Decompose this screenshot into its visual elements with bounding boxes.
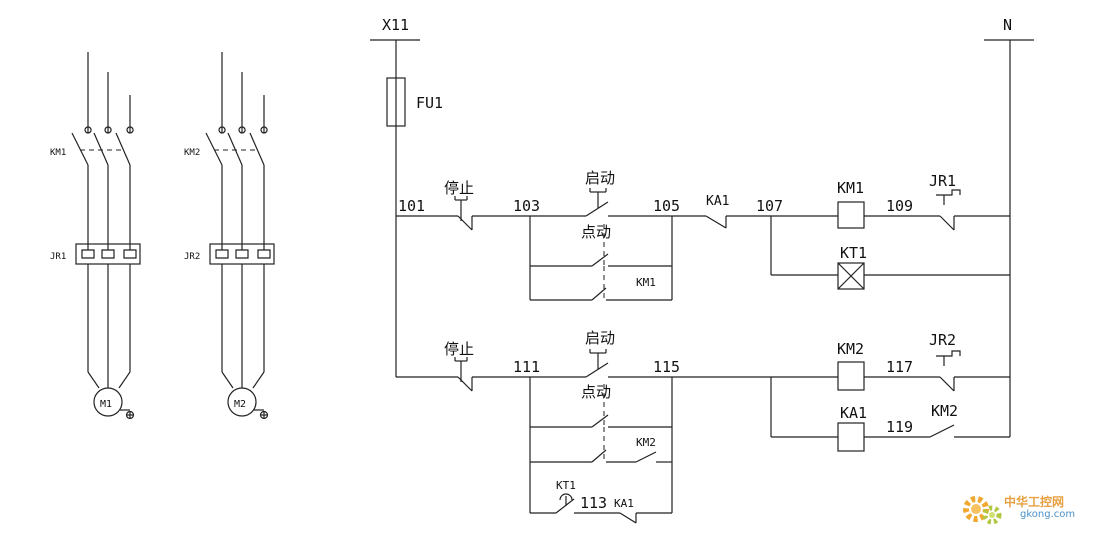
start-label-2: 启动 bbox=[585, 329, 615, 347]
stop-label-2: 停止 bbox=[444, 340, 474, 358]
watermark: 中华工控网 gkong.com bbox=[958, 487, 1098, 533]
seal-km2-label: KM2 bbox=[636, 436, 656, 449]
node-109-label: 109 bbox=[886, 197, 913, 215]
node-107-label: 107 bbox=[756, 197, 783, 215]
power-jr1-label: JR1 bbox=[50, 252, 66, 262]
node-111-label: 111 bbox=[513, 358, 540, 376]
coil-km2-label: KM2 bbox=[837, 340, 864, 358]
motor-m1-symbol: M1 bbox=[93, 387, 123, 417]
control-rung-2: 停止 111 启动 115 KM2 117 JR2 bbox=[396, 329, 1010, 524]
stop-button-2-symbol bbox=[454, 357, 473, 392]
coil-km1-label: KM1 bbox=[837, 179, 864, 197]
ka1-contact-label-2: KA1 bbox=[614, 497, 634, 510]
power-km2-label: KM2 bbox=[184, 148, 200, 158]
node-105-label: 105 bbox=[653, 197, 680, 215]
control-rung-1: 101 停止 103 启动 105 KA1 107 bbox=[396, 169, 1010, 301]
seal-km1-label: KM1 bbox=[636, 276, 656, 289]
gear-icon bbox=[963, 496, 1002, 525]
power-jr2-label: JR2 bbox=[184, 252, 200, 262]
thermal-relay-jr2-symbol bbox=[209, 243, 275, 265]
start-button-1-symbol bbox=[585, 188, 609, 217]
supply-n-label: N bbox=[1003, 16, 1012, 34]
node-117-label: 117 bbox=[886, 358, 913, 376]
node-115-label: 115 bbox=[653, 358, 680, 376]
km2-contact-label: KM2 bbox=[931, 402, 958, 420]
overload-jr1-contact-symbol bbox=[936, 189, 961, 231]
ka1-nc-contact-symbol bbox=[705, 215, 727, 229]
start-button-2-symbol bbox=[585, 349, 609, 378]
start-label-1: 启动 bbox=[585, 169, 615, 187]
timer-kt1-contact-symbol bbox=[555, 493, 575, 514]
coil-km1-symbol bbox=[837, 201, 865, 229]
coil-km2-symbol bbox=[837, 361, 865, 391]
overload-jr2-contact-symbol bbox=[936, 350, 961, 392]
timer-kt1-coil-symbol bbox=[837, 262, 865, 290]
overload-jr1-label: JR1 bbox=[929, 172, 956, 190]
watermark-url: gkong.com bbox=[1020, 509, 1076, 520]
control-supply: X11 FU1 N bbox=[370, 16, 1034, 437]
fuse-fu1-symbol bbox=[386, 77, 406, 127]
fuse-fu1-label: FU1 bbox=[416, 94, 443, 112]
stop-button-1-symbol bbox=[454, 196, 473, 231]
ka1-nc-contact-2-symbol bbox=[619, 512, 637, 524]
node-113-label: 113 bbox=[580, 494, 607, 512]
ka1-contact-label-1: KA1 bbox=[706, 194, 729, 209]
power-circuit-motor-2: KM2 JR2 M2 bbox=[184, 52, 275, 420]
ground-icon bbox=[120, 409, 135, 420]
power-km1-label: KM1 bbox=[50, 148, 66, 158]
thermal-relay-jr1-symbol bbox=[75, 243, 141, 265]
jog-button-2-symbol bbox=[591, 384, 609, 463]
ground-icon bbox=[254, 409, 269, 420]
motor-m2-label: M2 bbox=[234, 399, 246, 410]
power-circuit-motor-1: KM1 JR1 M1 bbox=[50, 52, 141, 420]
jog-label-2: 点动 bbox=[581, 383, 611, 401]
supply-x11-label: X11 bbox=[382, 16, 409, 34]
relay-ka1-label: KA1 bbox=[840, 404, 867, 422]
motor-m1-label: M1 bbox=[100, 399, 112, 410]
timer-kt1-label: KT1 bbox=[840, 244, 867, 262]
node-119-label: 119 bbox=[886, 418, 913, 436]
main-contactor-km2-symbol bbox=[205, 126, 268, 166]
overload-jr2-label: JR2 bbox=[929, 331, 956, 349]
km2-no-contact-symbol bbox=[929, 424, 955, 438]
main-contactor-km1-symbol bbox=[71, 126, 134, 166]
timer-kt1-contact-label: KT1 bbox=[556, 479, 576, 492]
stop-label-1: 停止 bbox=[444, 179, 474, 197]
node-101-label: 101 bbox=[398, 197, 425, 215]
motor-m2-symbol: M2 bbox=[227, 387, 257, 417]
seal-km2-contact-symbol bbox=[606, 451, 672, 463]
jog-label-1: 点动 bbox=[581, 223, 611, 241]
jog-button-1-symbol bbox=[591, 224, 609, 301]
watermark-text: 中华工控网 bbox=[1004, 495, 1065, 509]
relay-ka1-coil-symbol bbox=[837, 422, 865, 452]
node-103-label: 103 bbox=[513, 197, 540, 215]
